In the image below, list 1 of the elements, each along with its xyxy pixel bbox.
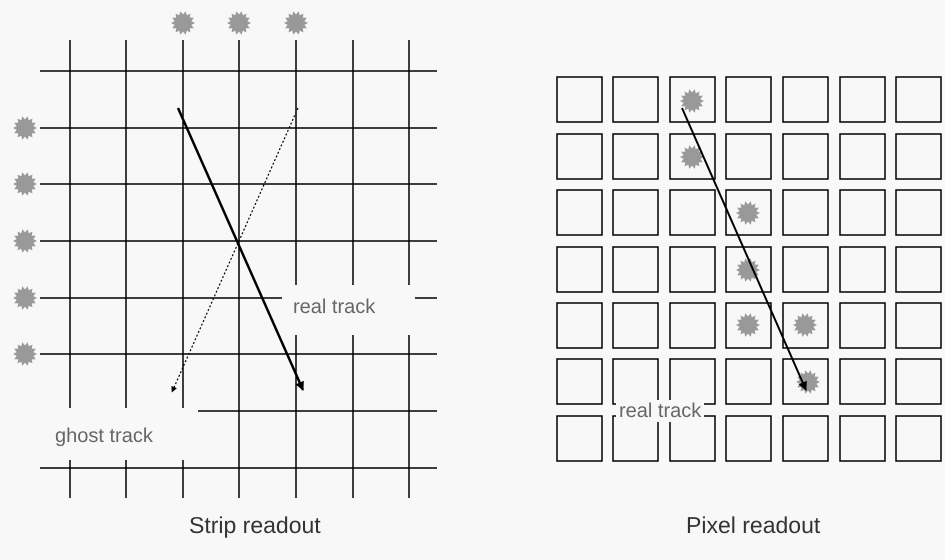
track-label: real track	[616, 400, 704, 422]
